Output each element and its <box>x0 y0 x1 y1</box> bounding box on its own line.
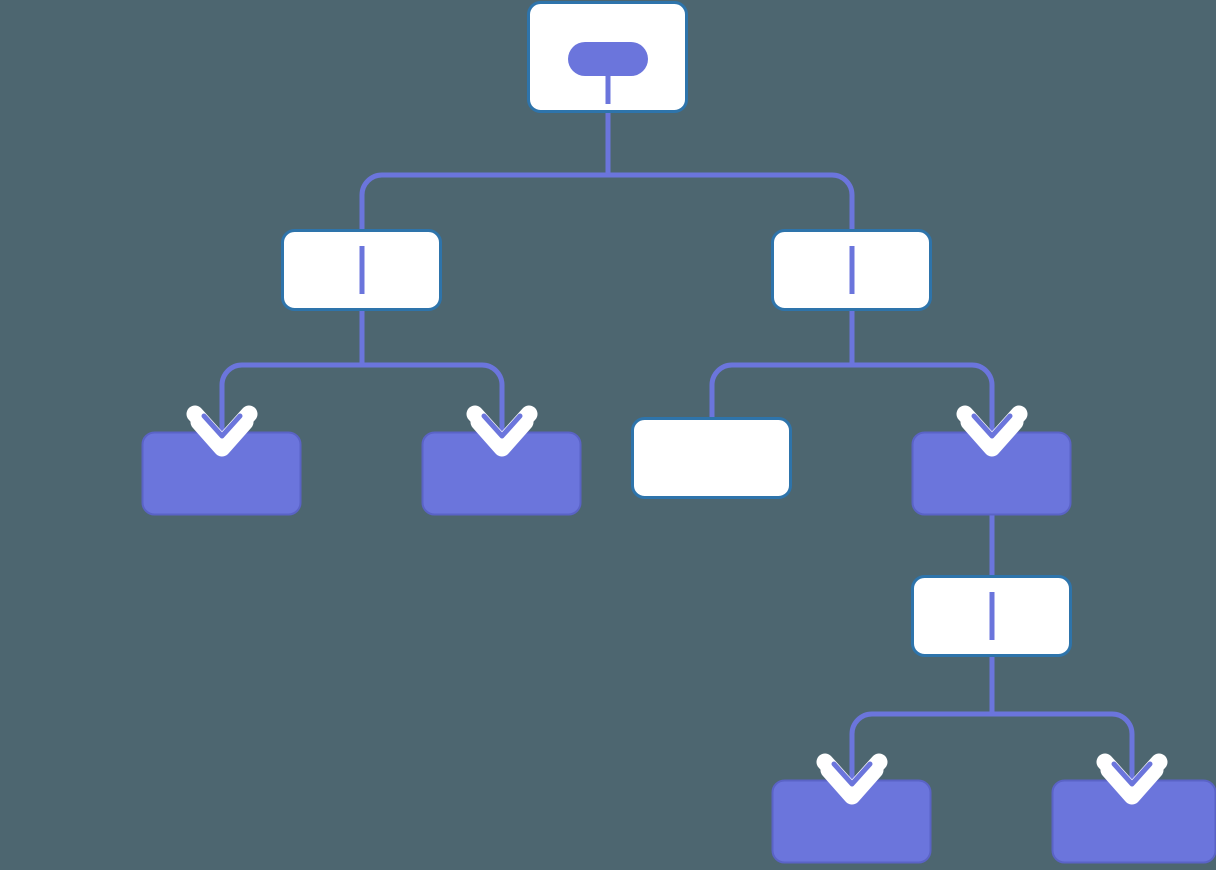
edge-root-to-level2-right <box>608 172 855 236</box>
arrow-into-level3-node-a <box>186 405 258 457</box>
edge-level2left-to-node-a <box>219 362 362 436</box>
edge-level2right-to-node-c <box>709 362 852 424</box>
arrow-into-level3-node-b <box>466 405 538 457</box>
edge-root-to-level2-left <box>359 172 608 236</box>
root-pill-glyph <box>568 42 648 76</box>
node-layer <box>141 1 1216 864</box>
arrow-into-level5-left-node <box>816 753 888 805</box>
node-glyph-layer <box>359 42 995 640</box>
arrow-into-level3-node-d <box>956 405 1028 457</box>
arrow-into-level5-right-node <box>1096 753 1168 805</box>
edge-level4-to-level5-left <box>849 711 992 784</box>
level3-node-c-box[interactable] <box>631 417 792 499</box>
edge-level2right-to-node-d <box>852 362 995 436</box>
edge-level4-to-level5-right <box>992 711 1135 784</box>
connector-layer <box>219 102 1135 784</box>
level3-node-c[interactable] <box>631 417 792 499</box>
arrow-marker-layer <box>186 405 1168 805</box>
edge-level2left-to-node-b <box>362 362 505 436</box>
